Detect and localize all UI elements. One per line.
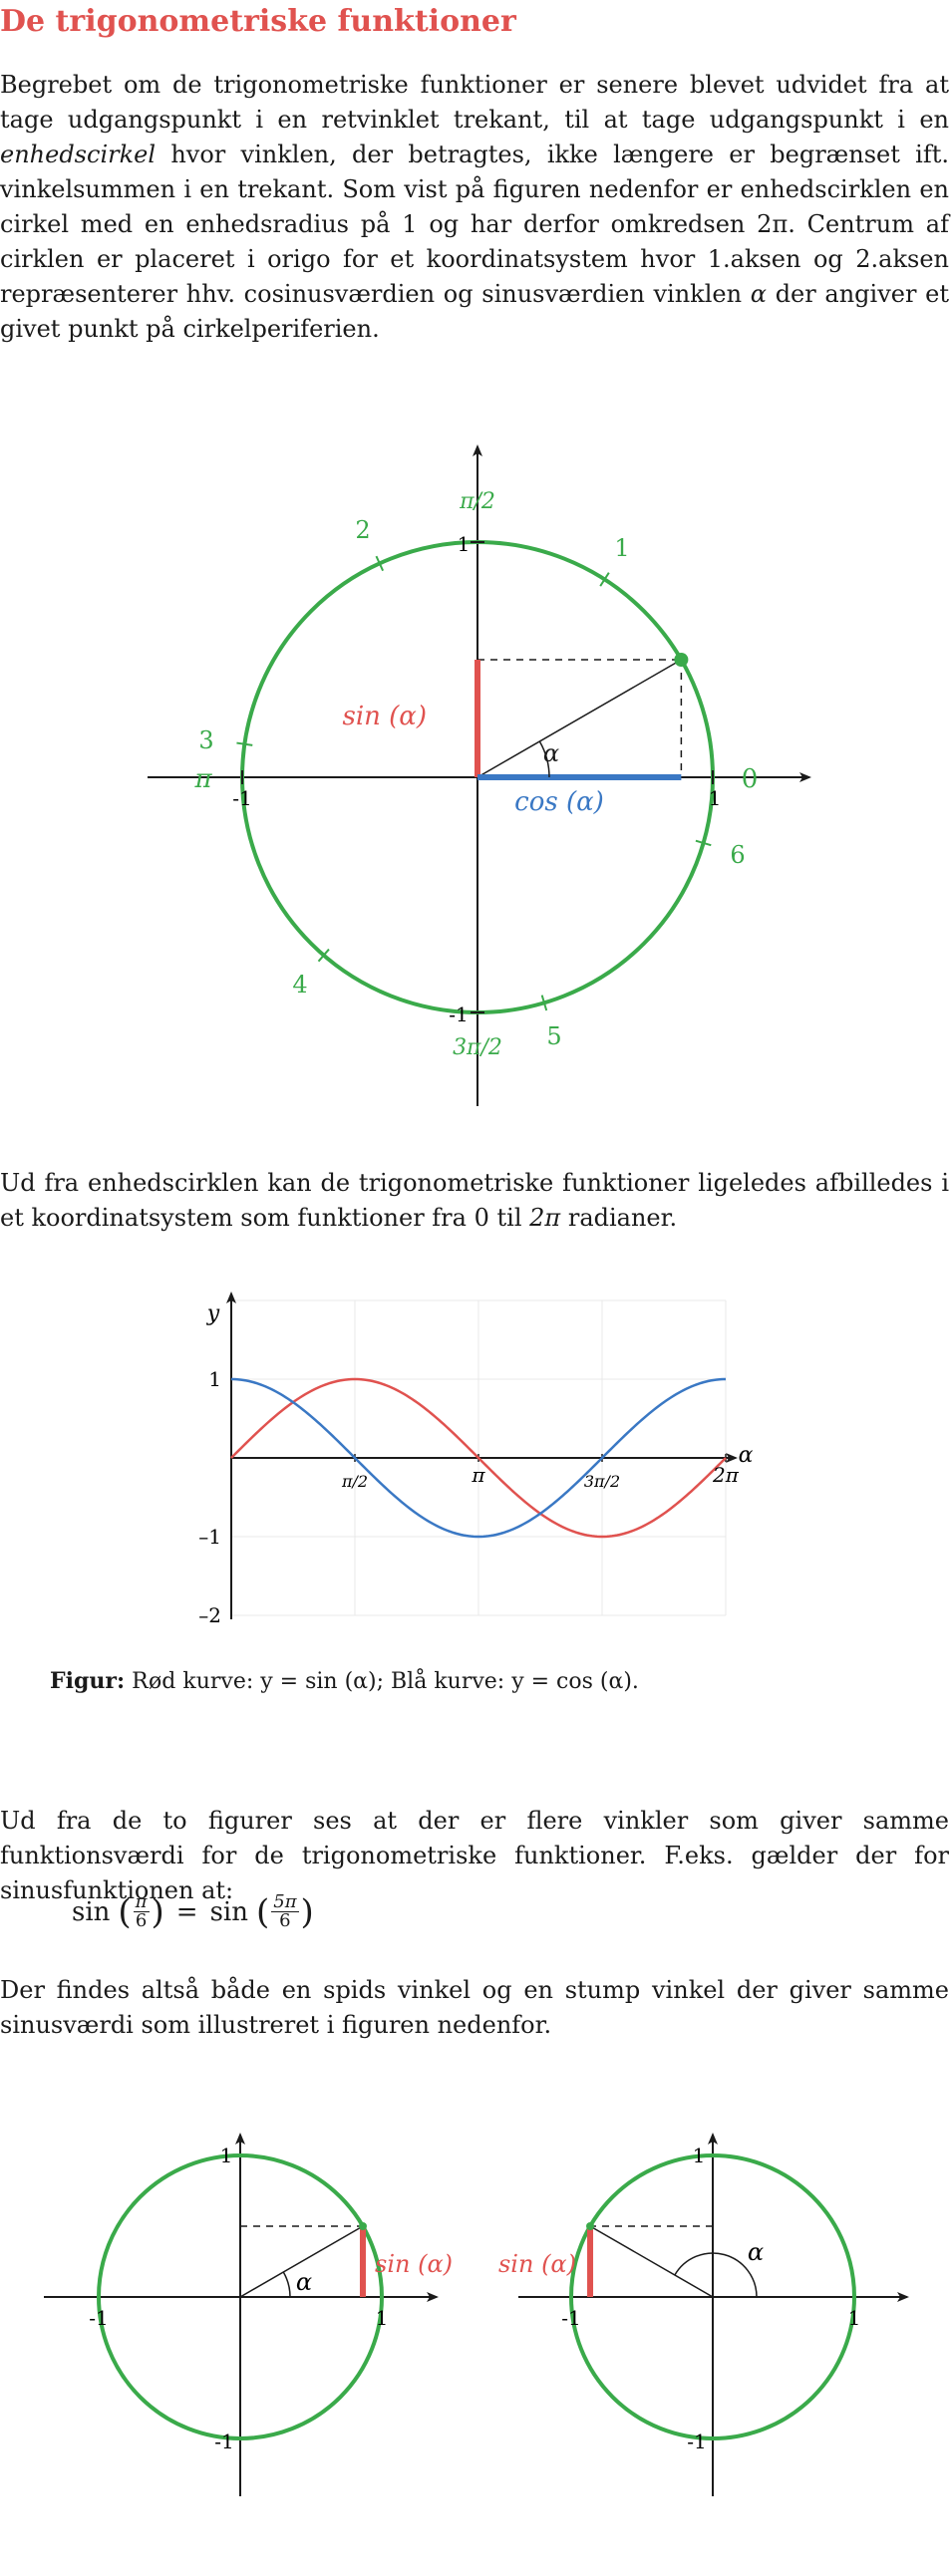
intro-text-2: hvor vinklen, der betragtes, ikke længer… [0,141,949,308]
obtuse-sin-label: sin (α) [498,2250,576,2278]
angle-arc [538,740,550,778]
chart-xlabel: α [739,1443,754,1468]
same-value-paragraph: Ud fra de to figurer ses at der er flere… [0,1807,949,1904]
unit-circle-arc-ticks [236,541,714,1013]
graph-intro-paragraph: Ud fra enhedscirklen kan de trigonometri… [0,1166,949,1236]
formula-right-den: 6 [279,1910,291,1931]
intro-paragraph: Begrebet om de trigonometriske funktione… [0,68,949,347]
acute-point [358,2222,367,2230]
caption-text: Rød kurve: y = sin (α); Blå kurve: y = c… [132,1669,639,1694]
arc-tick-5 [540,995,548,1011]
acute-tick-y-pos: 1 [220,2144,233,2167]
sin-identity-formula: sin ( π 6 ) = sin ( 5π 6 ) [72,1891,314,1932]
chart-xtick-two-pi: 2π [712,1463,740,1487]
intro-emphasis: enhedscirkel [0,141,157,168]
chart-xtick-half-pi: π/2 [341,1472,368,1491]
sin-cos-chart: y α π/2 π 3π/2 2π 1 –1 –2 [198,1291,754,1627]
intro-text-3: der angiver et givet punkt på cirkelperi… [0,280,949,343]
acute-tick-x-pos: 1 [376,2306,389,2330]
graph-intro-text-1: Ud fra enhedscirklen kan de trigonometri… [0,1169,949,1232]
graph-intro-zero: 0 [474,1204,489,1232]
intro-alpha: α [750,280,767,308]
formula-left-frac: π 6 [133,1891,150,1931]
alpha-label: α [543,739,559,767]
obtuse-angle-arc [674,2252,758,2298]
acute-obtuse-paragraph: Der findes altså både en spids vinkel og… [0,1976,949,2039]
formula-left-num: π [133,1891,150,1912]
obtuse-alpha-label: α [748,2238,764,2266]
radius-line [476,659,682,778]
intro-text-1: Begrebet om de trigonometriske funktione… [0,71,949,134]
chart-ytick-1: 1 [208,1367,221,1391]
circle-point [674,653,689,667]
arc-number-5: 5 [546,1022,561,1050]
graph-intro-two-pi: 2π [529,1204,561,1232]
obtuse-radius [589,2225,714,2298]
tick-label-x-neg: -1 [232,786,251,810]
arc-tick-3 [236,741,253,746]
figure-caption: Figur: Rød kurve: y = sin (α); Blå kurve… [50,1668,639,1694]
page-title: De trigonometriske funktioner [0,4,516,39]
obtuse-circle [569,2153,856,2440]
acute-tick-y-neg: -1 [214,2430,233,2453]
arc-tick-1 [599,572,610,587]
series-sin-curve [230,1377,727,1539]
arc-tick-2 [375,555,385,572]
unit-circle-figure: sin (α) cos (α) α 1 1 -1 -1 0 π π/2 3π/2… [148,444,811,1106]
mark-three-half-pi: 3π/2 [453,1035,502,1060]
circle-obtuse: sin (α) α 1 1 -1 -1 [498,2133,909,2496]
obtuse-point [586,2222,595,2230]
acute-angle-arc [282,2271,291,2298]
formula-right-frac: 5π 6 [271,1891,299,1931]
acute-tick-x-neg: -1 [89,2306,108,2330]
acute-circle [97,2153,384,2440]
obtuse-tick-y-pos: 1 [693,2144,706,2167]
arc-number-4: 4 [292,971,307,999]
graph-intro-text-2: til [496,1204,522,1232]
tick-label-y-neg: -1 [449,1002,468,1026]
formula-equals: = [175,1896,198,1927]
obtuse-tick-x-pos: 1 [848,2306,861,2330]
acute-alpha-label: α [296,2268,312,2296]
caption-label: Figur: [50,1668,126,1694]
sin-label: sin (α) [342,702,427,731]
acute-radius [239,2225,364,2298]
arc-number-6: 6 [730,841,745,869]
chart-ytick-neg1: –1 [198,1525,221,1549]
circle-acute: sin (α) α 1 1 -1 -1 [44,2133,453,2496]
arc-number-1: 1 [614,534,629,562]
arc-tick-4 [317,948,330,963]
acute-obtuse-figures: sin (α) α 1 1 -1 -1 sin (α) α 1 1 -1 -1 [44,2133,909,2496]
formula-left-fn: sin [72,1896,111,1927]
acute-sin-label: sin (α) [375,2250,453,2278]
cos-label: cos (α) [514,787,604,817]
formula-right-fn: sin [209,1896,248,1927]
mark-half-pi: π/2 [459,489,495,514]
formula-right-num: 5π [271,1891,299,1912]
chart-ylabel: y [206,1301,220,1326]
tick-label-x-pos: 1 [709,786,722,810]
arc-number-3: 3 [198,726,213,754]
mark-pi: π [193,764,212,794]
mark-zero: 0 [742,764,759,794]
obtuse-tick-y-neg: -1 [687,2430,706,2453]
graph-intro-text-3: radianer. [567,1204,678,1232]
chart-xtick-pi: π [471,1463,485,1487]
formula-left-den: 6 [135,1910,148,1931]
obtuse-tick-x-neg: -1 [561,2306,580,2330]
tick-label-y-pos: 1 [458,532,471,556]
chart-xtick-three-half-pi: 3π/2 [584,1472,620,1491]
series-cos-curve [230,1377,727,1539]
arc-number-2: 2 [355,516,370,544]
arc-tick-6 [695,839,712,847]
chart-ytick-neg2: –2 [198,1603,221,1627]
